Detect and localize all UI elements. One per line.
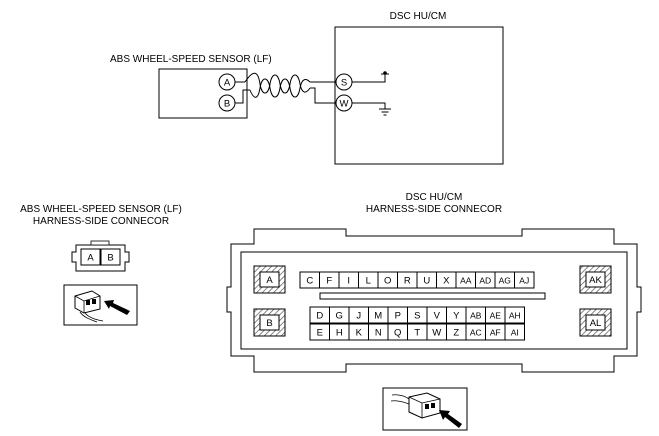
pin-label: S xyxy=(414,311,420,322)
pin-label: E xyxy=(317,328,323,339)
pin-label: N xyxy=(375,328,382,339)
pin-label: W xyxy=(432,328,441,339)
module-connector-inner-frame xyxy=(240,251,628,350)
sensor-label: ABS WHEEL-SPEED SENSOR (LF) xyxy=(110,54,272,65)
corner-terminal-b: B xyxy=(253,308,286,337)
corner-terminal-a: A xyxy=(253,265,286,294)
corner-pin-b: B xyxy=(266,318,272,329)
sensor-harness-connector: ABS WHEEL-SPEED SENSOR (LF) HARNESS-SIDE… xyxy=(20,204,182,326)
module-box xyxy=(334,26,504,165)
pin-label: Q xyxy=(394,328,401,339)
pin-label: D xyxy=(316,311,323,322)
pin-row-1: C F I L O R U X AA AD AG AJ xyxy=(299,271,535,289)
pin-label: C xyxy=(306,276,313,287)
pin-label: AD xyxy=(479,276,491,286)
pin-label: AJ xyxy=(519,276,529,286)
pin-label: H xyxy=(336,328,343,339)
module-connector-shell xyxy=(226,228,642,373)
module-internal-wiring xyxy=(352,73,389,109)
sensor-connector-cavity-b xyxy=(100,248,121,266)
pin-label: V xyxy=(434,311,441,322)
module-connector-title-1: DSC HU/CM xyxy=(406,192,463,203)
corner-pin-ak: AK xyxy=(589,275,602,286)
pin-label: P xyxy=(395,311,401,322)
module-pin-s: S xyxy=(341,78,347,89)
pin-label: AG xyxy=(499,276,511,286)
pin-label: AI xyxy=(511,328,519,338)
sensor-pin-b: B xyxy=(224,99,230,110)
sensor-pin-a: A xyxy=(224,78,231,89)
supply-node-icon xyxy=(383,71,387,75)
sensor-connector-pin-b: B xyxy=(107,253,113,264)
pin-label: O xyxy=(384,276,391,287)
pin-label: M xyxy=(374,311,382,322)
pin-label: J xyxy=(356,311,361,322)
pin-label: AB xyxy=(470,311,482,321)
pin-label: F xyxy=(326,276,332,287)
sensor-connector-title-1: ABS WHEEL-SPEED SENSOR (LF) xyxy=(20,204,182,215)
pin-label: L xyxy=(366,276,371,287)
module-connector-title-2: HARNESS-SIDE CONNECOR xyxy=(366,204,502,215)
pin-label: X xyxy=(443,276,450,287)
pin-label: AA xyxy=(460,276,472,286)
twisted-pair-wire xyxy=(235,72,336,104)
schematic: DSC HU/CM ABS WHEEL-SPEED SENSOR (LF) A … xyxy=(110,11,504,165)
pin-label: T xyxy=(414,328,420,339)
pin-cell xyxy=(514,271,535,289)
corner-terminal-al: AL xyxy=(579,308,612,337)
module-label: DSC HU/CM xyxy=(390,11,447,22)
pin-label: K xyxy=(356,328,363,339)
connector-insert-arrow-icon xyxy=(63,284,138,326)
pin-label: AH xyxy=(509,311,521,321)
pin-label: AC xyxy=(470,328,482,338)
corner-pin-al: AL xyxy=(590,318,602,329)
pin-cell xyxy=(504,323,525,341)
corner-pin-a: A xyxy=(266,275,273,286)
connector-key-slot xyxy=(319,292,546,300)
sensor-box xyxy=(158,68,248,119)
pin-label: AE xyxy=(490,311,502,321)
pin-label: G xyxy=(336,311,343,322)
pin-label: Y xyxy=(453,311,460,322)
pin-row-3: E H K N Q T W Z AC AF AI xyxy=(309,323,525,341)
pin-label: Z xyxy=(453,328,459,339)
connector-insert-arrow-icon xyxy=(382,387,468,431)
pin-label: U xyxy=(423,276,430,287)
corner-terminal-ak: AK xyxy=(579,265,612,294)
sensor-connector-cavity-a xyxy=(80,248,101,266)
pin-label: R xyxy=(404,276,411,287)
sensor-connector-title-2: HARNESS-SIDE CONNECOR xyxy=(33,216,169,227)
ground-icon xyxy=(379,108,391,116)
module-pin-w: W xyxy=(340,99,349,110)
pin-label: AF xyxy=(490,328,501,338)
pin-label: I xyxy=(347,276,350,287)
pin-cell xyxy=(504,306,525,324)
pin-row-2: D G J M P S V Y AB AE AH xyxy=(309,306,525,324)
sensor-connector-pin-a: A xyxy=(87,253,94,264)
module-harness-connector: DSC HU/CM HARNESS-SIDE CONNECOR A AK B A… xyxy=(226,192,642,431)
